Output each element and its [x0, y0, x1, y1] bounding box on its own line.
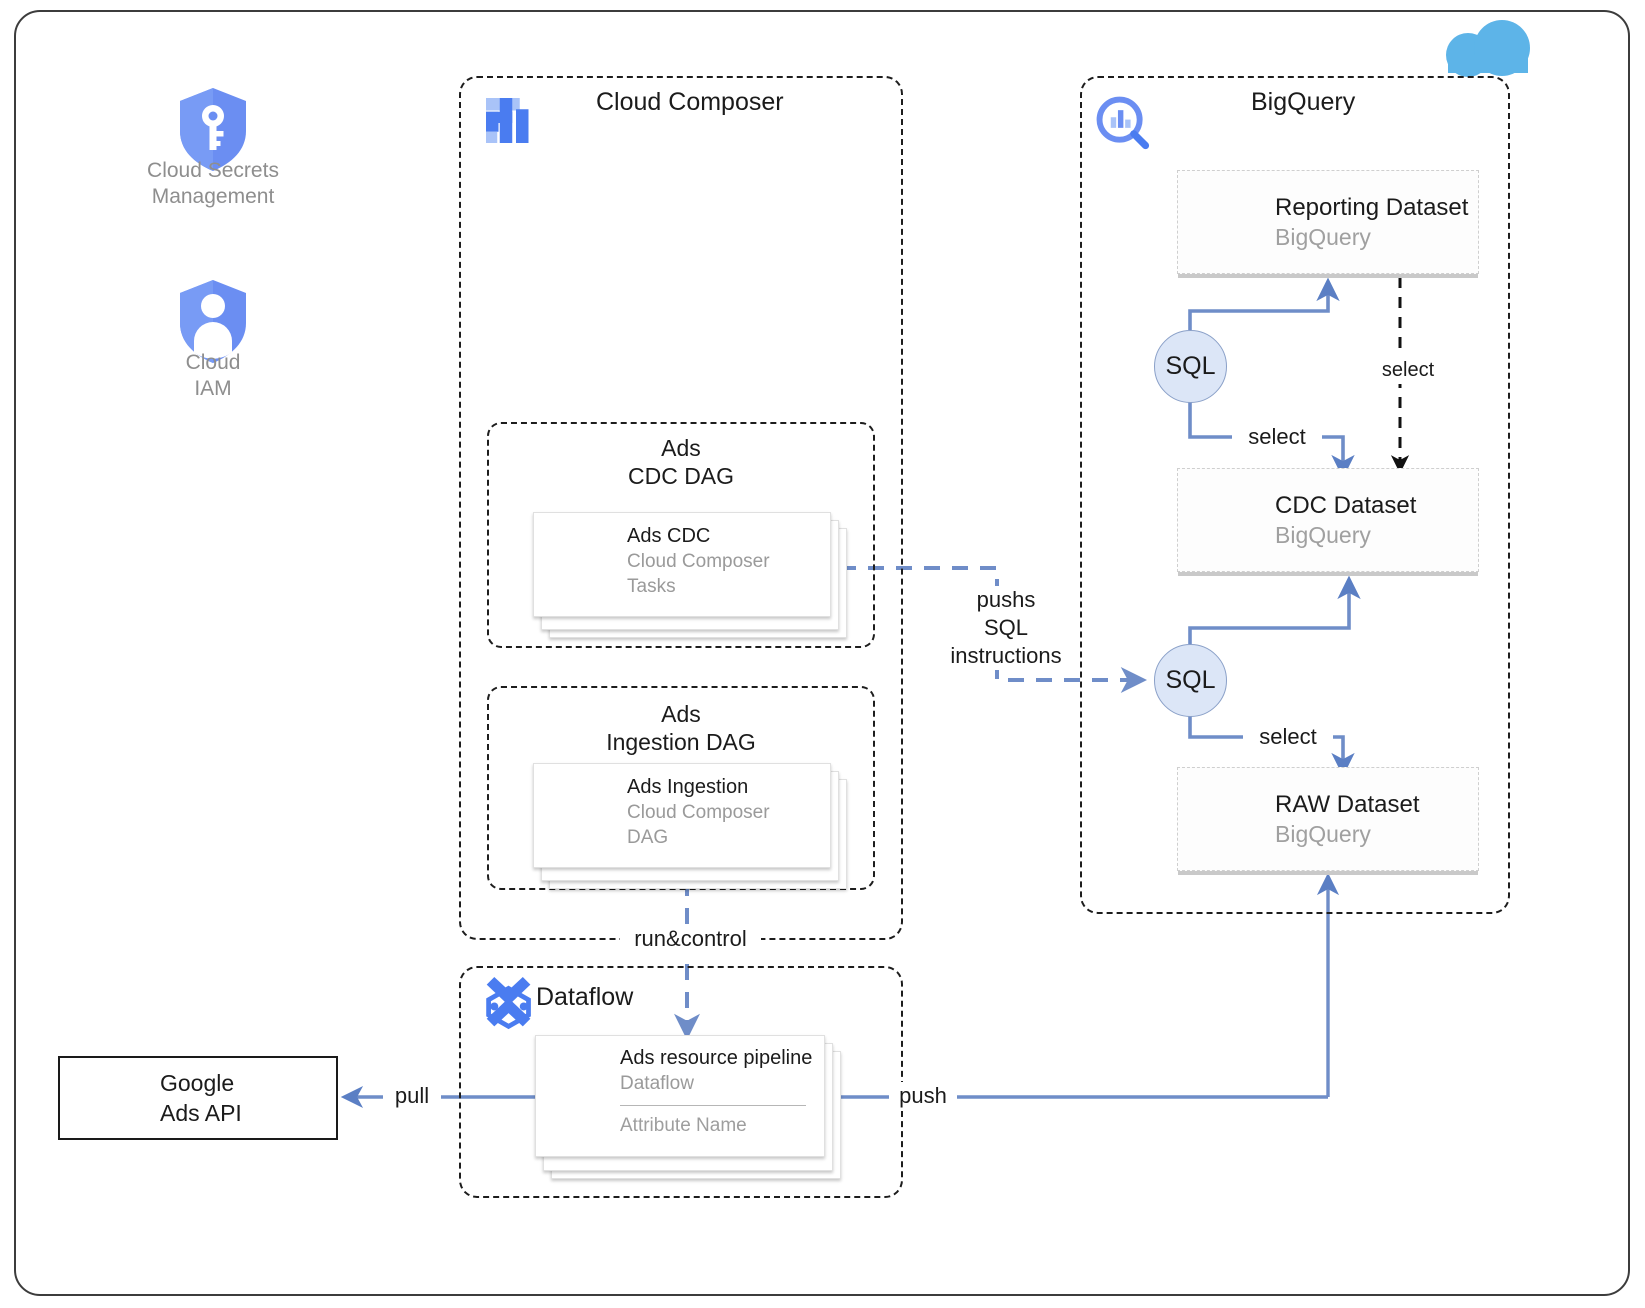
ads-cdc-card-sub1: Cloud Composer	[627, 551, 770, 572]
sql-node-top[interactable]: SQL	[1154, 330, 1227, 403]
google-ads-api-title: Google Ads API	[160, 1070, 242, 1126]
bigquery-group	[1080, 76, 1510, 914]
edge-label-select-reporting: select	[1370, 356, 1446, 384]
bigquery-title: BigQuery	[1251, 88, 1356, 116]
ads-cdc-card-sub2: Tasks	[627, 576, 676, 597]
ads-cdc-dag-group	[487, 422, 875, 648]
cloud-composer-title: Cloud Composer	[596, 88, 784, 116]
card-sheet-front: Ads CDC Cloud Composer Tasks	[533, 512, 831, 617]
edge-label-pull: pull	[383, 1082, 441, 1110]
card-divider	[620, 1105, 806, 1106]
ads-ingestion-dag-group	[487, 686, 875, 890]
raw-dataset-sub: BigQuery	[1275, 820, 1371, 847]
cdc-dataset-box[interactable]: CDC Dataset BigQuery	[1177, 468, 1479, 572]
card-sheet-front: Ads Ingestion Cloud Composer DAG	[533, 763, 831, 868]
ads-ingestion-card-title: Ads Ingestion	[627, 776, 749, 798]
sql-node-bottom[interactable]: SQL	[1154, 644, 1227, 717]
ads-ingestion-dag-title: Ads Ingestion DAG	[606, 701, 756, 755]
google-ads-api-box[interactable]: Google Ads API	[58, 1056, 338, 1140]
edge-label-push: push	[889, 1082, 957, 1110]
cloud-iam-label: Cloud IAM	[185, 351, 241, 400]
reporting-dataset-title: Reporting Dataset	[1275, 193, 1469, 221]
ads-ingestion-card-stack[interactable]: Ads Ingestion Cloud Composer DAG	[533, 763, 853, 889]
ads-cdc-card-stack[interactable]: Ads CDC Cloud Composer Tasks	[533, 512, 853, 638]
reporting-dataset-box[interactable]: Reporting Dataset BigQuery	[1177, 170, 1479, 274]
edge-label-run-control: run&control	[620, 925, 761, 953]
ads-cdc-card-title: Ads CDC	[627, 525, 711, 547]
dataflow-title: Dataflow	[536, 983, 634, 1011]
edge-label-select-raw: select	[1243, 723, 1333, 751]
raw-dataset-title: RAW Dataset	[1275, 790, 1420, 818]
cloud-secrets-label: Cloud Secrets Management	[147, 159, 279, 208]
ads-cdc-dag-title: Ads CDC DAG	[627, 435, 735, 489]
pipeline-card-attribute: Attribute Name	[620, 1115, 747, 1136]
raw-dataset-box[interactable]: RAW Dataset BigQuery	[1177, 767, 1479, 871]
reporting-dataset-sub: BigQuery	[1275, 223, 1371, 250]
edge-label-select-cdc: select	[1232, 423, 1322, 451]
pipeline-card-sub1: Dataflow	[620, 1073, 694, 1094]
cdc-dataset-sub: BigQuery	[1275, 521, 1371, 548]
pipeline-card-title: Ads resource pipeline	[620, 1047, 813, 1069]
ads-resource-pipeline-card-stack[interactable]: Ads resource pipeline Dataflow Attribute…	[535, 1035, 855, 1179]
edge-label-pushs-sql: pushs SQL instructions	[942, 586, 1070, 670]
card-sheet-front: Ads resource pipeline Dataflow Attribute…	[535, 1035, 825, 1157]
ads-ingestion-card-sub1: Cloud Composer	[627, 802, 770, 823]
ads-ingestion-card-sub2: DAG	[627, 827, 669, 848]
cdc-dataset-title: CDC Dataset	[1275, 491, 1417, 519]
